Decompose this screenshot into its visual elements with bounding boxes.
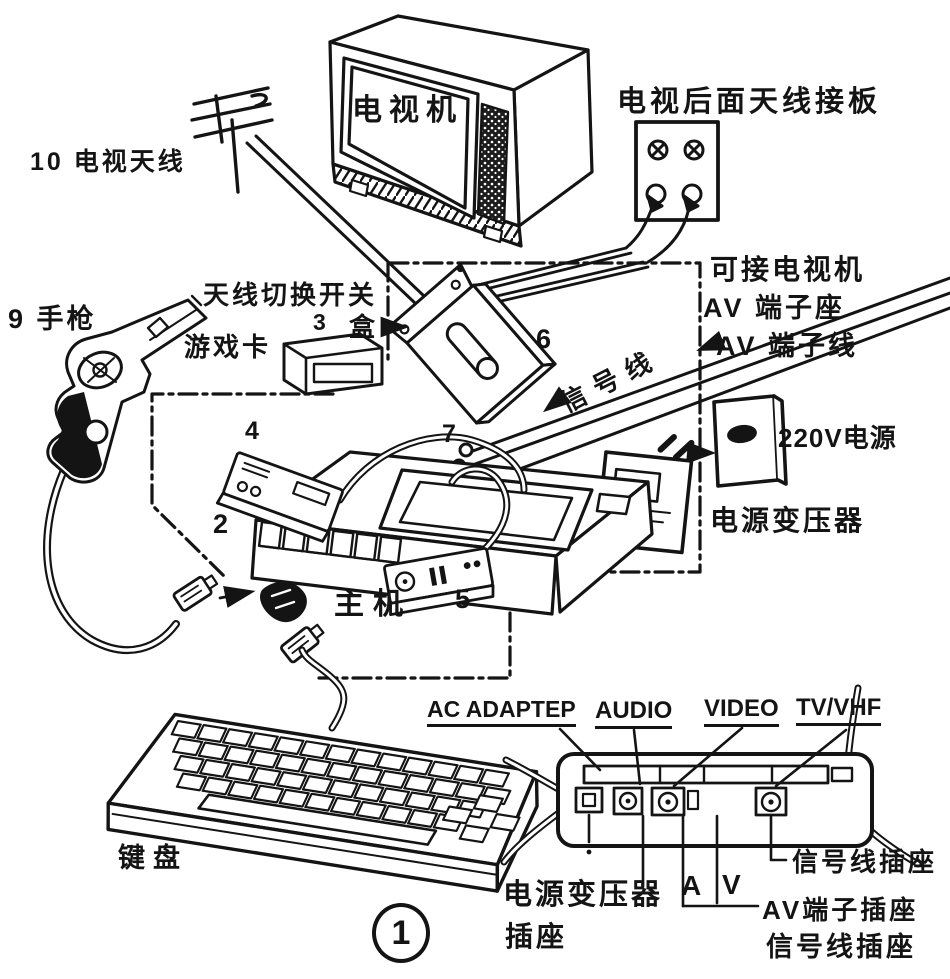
- label-switch-box-line1: 天线切换开关: [203, 280, 378, 310]
- console-drawing: [250, 450, 654, 623]
- part-number-signal-cable: 7: [442, 420, 456, 448]
- controller-a-drawing: [215, 433, 528, 543]
- tv-terminal-board-drawing: [624, 120, 720, 264]
- figure-number: 1: [391, 913, 411, 952]
- switch-box-drawing: [386, 263, 557, 425]
- console-keys: [257, 520, 403, 565]
- controller-b-drawing: [383, 465, 511, 617]
- label-audio-letter: A: [681, 870, 702, 901]
- label-adapter-socket-line2: 插座: [505, 921, 568, 952]
- cartridge-drawing: [282, 332, 384, 396]
- label-port-audio: AUDIO: [595, 699, 673, 729]
- part-number-gun: 9: [8, 304, 27, 334]
- label-av-socket: AV端子插座: [762, 895, 919, 925]
- label-tv-antenna: 10 电视天线: [30, 148, 186, 176]
- pointer-arrows: [380, 316, 727, 413]
- figure-number-badge: 1: [372, 903, 430, 963]
- rear-panel-drawing: [500, 684, 922, 908]
- wall-outlet-drawing: [686, 394, 788, 488]
- part-number-switch-box: 6: [536, 324, 552, 354]
- gun-plug-drawing: [172, 574, 256, 612]
- tv-drawing: [328, 14, 594, 248]
- label-signal-socket-2: 信号线插座: [766, 932, 916, 962]
- label-tv-av-note-line1: 可接电视机: [710, 254, 866, 285]
- label-keyboard: 键盘: [118, 843, 188, 873]
- part-number-antenna: 10: [30, 148, 64, 176]
- label-console: 主机: [334, 588, 412, 621]
- label-port-video: VIDEO: [704, 697, 779, 727]
- part-number-console: 2: [213, 509, 229, 539]
- part-number-cartridge: 3: [313, 309, 326, 335]
- signal-cable-drawing: [451, 276, 950, 491]
- label-video-letter: V: [722, 869, 741, 900]
- label-gun: 9 手枪: [8, 304, 97, 334]
- part-number-controller-b: 5: [455, 584, 471, 614]
- label-cartridge: 游戏卡: [184, 332, 272, 362]
- rear-panel-leaders: [558, 726, 848, 908]
- label-switch-box-line2: 盒: [349, 312, 379, 342]
- label-tv-rear-terminal: 电视后面天线接板: [617, 86, 882, 118]
- label-adapter-socket-line1: 电源变压器: [503, 879, 664, 911]
- gun-drawing: [43, 294, 208, 655]
- feeder-to-tv-cable: [472, 246, 650, 307]
- front-ports: [260, 581, 307, 623]
- label-port-ac-adapter: AC ADAPTEP: [427, 698, 576, 727]
- keyboard-drawing: [106, 646, 539, 893]
- label-power-adapter: 电源变压器: [710, 505, 866, 536]
- label-220v-power: 220V电源: [778, 423, 897, 453]
- antenna-feeder-cable: [245, 134, 426, 306]
- label-port-tv-vhf: TV/VHF: [796, 696, 882, 726]
- part-number-controller-a: 4: [245, 417, 259, 445]
- tv-antenna-drawing: [190, 86, 274, 194]
- label-tv-av-note-line2: AV 端子座: [703, 293, 846, 323]
- label-signal-socket: 信号线插座: [792, 847, 938, 877]
- label-av-cable: AV 端子线: [716, 331, 859, 361]
- label-tv: 电视机: [352, 94, 463, 127]
